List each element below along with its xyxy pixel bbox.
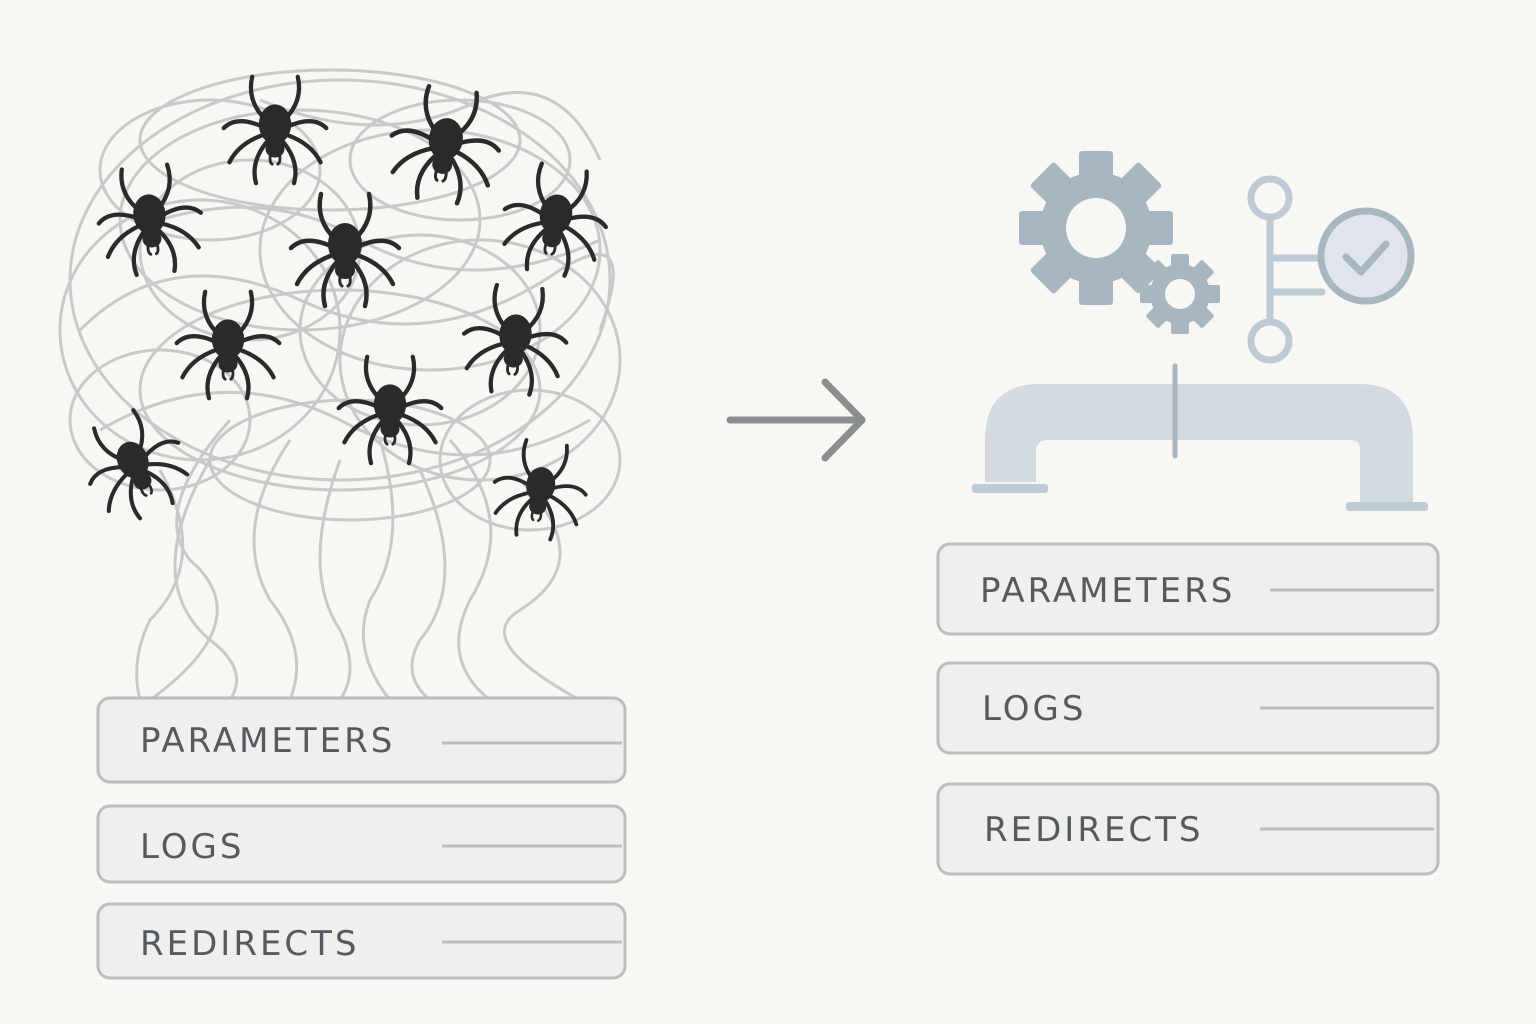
layer-label: REDIRECTS: [984, 810, 1204, 850]
before-layer-logs: LOGS: [96, 804, 627, 884]
pipe-icon: [972, 363, 1428, 511]
after-layer-logs: LOGS: [936, 661, 1440, 755]
after-layer-redirects: REDIRECTS: [936, 782, 1440, 876]
arrow-right-icon: [726, 378, 866, 462]
layer-label: LOGS: [140, 827, 244, 867]
before-layer-parameters: PARAMETERS: [96, 696, 627, 784]
spider-icon: [224, 77, 327, 183]
layer-label: REDIRECTS: [140, 924, 360, 964]
before-layer-redirects: REDIRECTS: [96, 902, 627, 980]
tangle-web: [58, 68, 622, 702]
gear-icon: [1019, 151, 1173, 305]
after-layer-parameters: PARAMETERS: [936, 542, 1440, 636]
layer-label: PARAMETERS: [140, 721, 395, 761]
spider-icon: [93, 162, 206, 279]
check-circle-icon: [1317, 207, 1415, 305]
layer-label: LOGS: [982, 689, 1086, 729]
flow-node-icon: [1247, 175, 1326, 364]
spider-icon: [459, 283, 570, 398]
spider-icon: [495, 159, 615, 282]
after-layer-stack: PARAMETERS LOGS REDIRECTS: [936, 542, 1440, 876]
before-layer-stack: PARAMETERS LOGS REDIRECTS: [96, 696, 627, 980]
small-gear-icon: [1140, 254, 1220, 334]
layer-label: PARAMETERS: [980, 571, 1235, 611]
